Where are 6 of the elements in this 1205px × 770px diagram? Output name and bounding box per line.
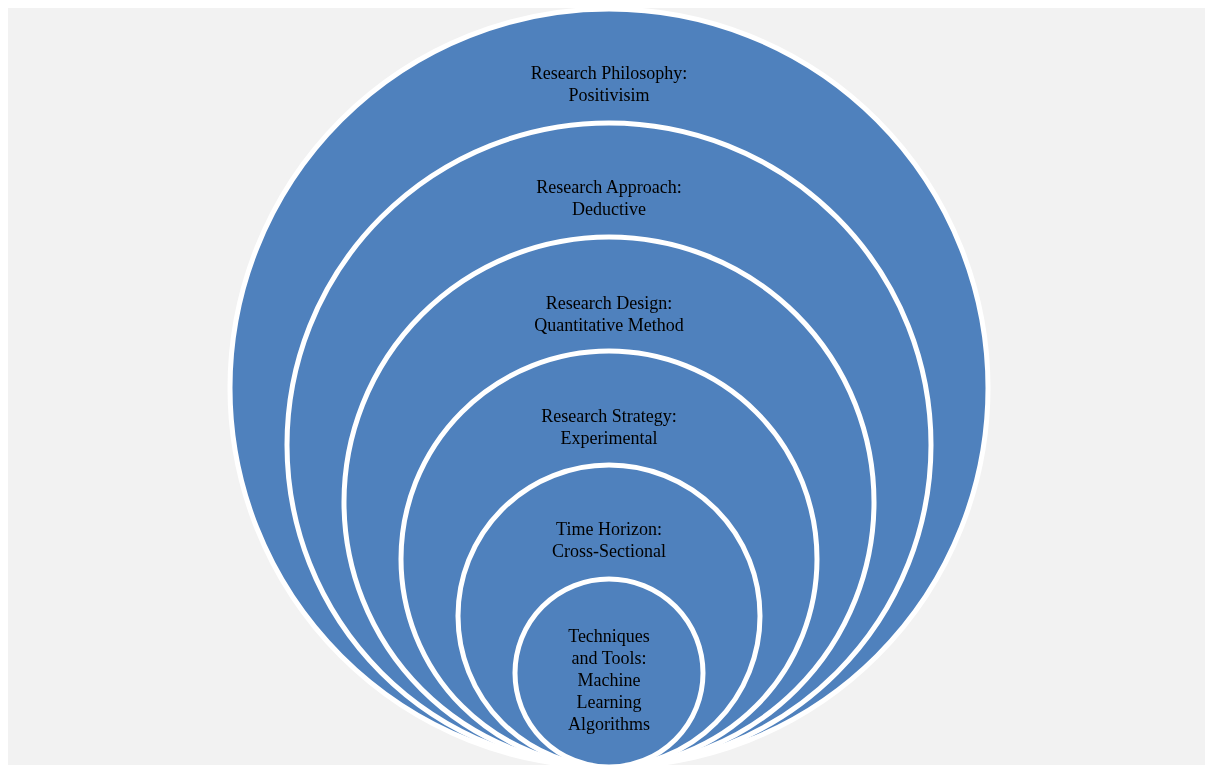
circle-label: Research Approach: Deductive <box>535 176 683 220</box>
circle-label: Techniques and Tools: Machine Learning Algorithms <box>567 625 651 735</box>
circle-label: Research Design: Quantitative Method <box>533 292 685 336</box>
circle-label: Time Horizon: Cross-Sectional <box>551 518 667 562</box>
circle-label: Research Strategy: Experimental <box>540 405 678 449</box>
circle-label: Research Philosophy: Positivisim <box>529 62 689 106</box>
